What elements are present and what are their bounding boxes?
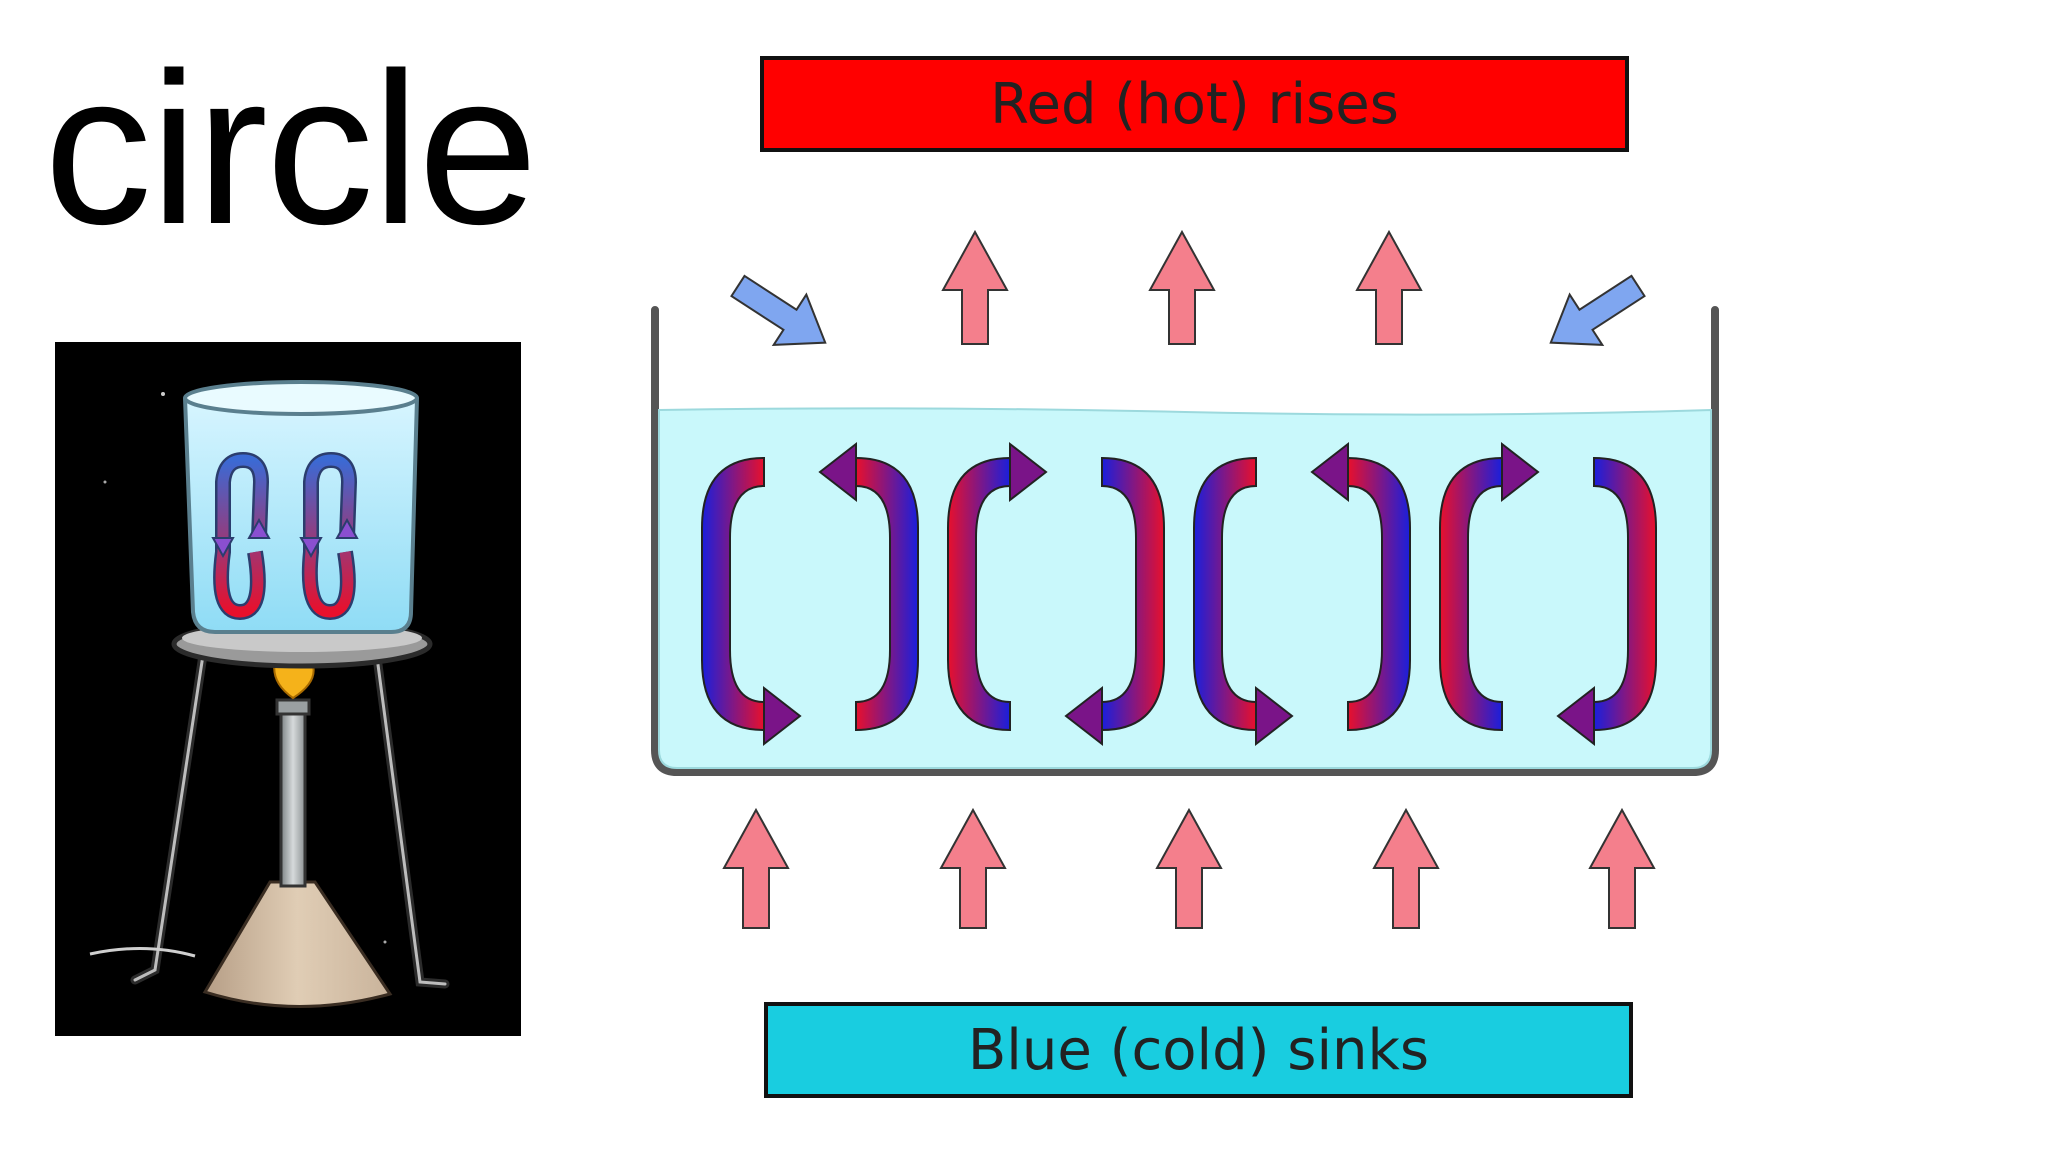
rise-arrow-icon	[941, 229, 1009, 345]
convection-diagram	[651, 229, 1719, 929]
container	[651, 306, 1719, 776]
rise-arrow-icon	[939, 807, 1007, 929]
rise-arrow-icon	[1355, 229, 1423, 345]
convection-current-icon	[818, 441, 919, 732]
bunsen-burner-icon	[89, 380, 450, 1008]
convection-current-icon	[947, 441, 1048, 732]
beaker-burner-illustration	[55, 342, 521, 1036]
water	[658, 407, 1712, 769]
sink-arrow-icon	[1549, 274, 1646, 347]
rise-arrow-icon	[1588, 807, 1656, 929]
convection-current-icon	[1193, 456, 1294, 747]
rise-arrow-icon	[1155, 807, 1223, 929]
convection-current-icon	[1439, 441, 1540, 732]
burner-base-icon	[202, 880, 393, 1008]
sink-arrow-icon	[730, 274, 827, 347]
cold-sinks-label: Blue (cold) sinks	[764, 1002, 1633, 1098]
convection-current-icon	[1310, 441, 1411, 732]
slide-title: circle	[44, 27, 538, 269]
convection-current-icon	[1556, 456, 1657, 747]
rise-arrow-icon	[722, 807, 790, 929]
convection-current-icon	[701, 456, 802, 747]
rise-arrow-icon	[1148, 229, 1216, 345]
convection-current-icon	[1064, 456, 1165, 747]
rise-arrow-icon	[1372, 807, 1440, 929]
hot-rises-label: Red (hot) rises	[760, 56, 1629, 152]
